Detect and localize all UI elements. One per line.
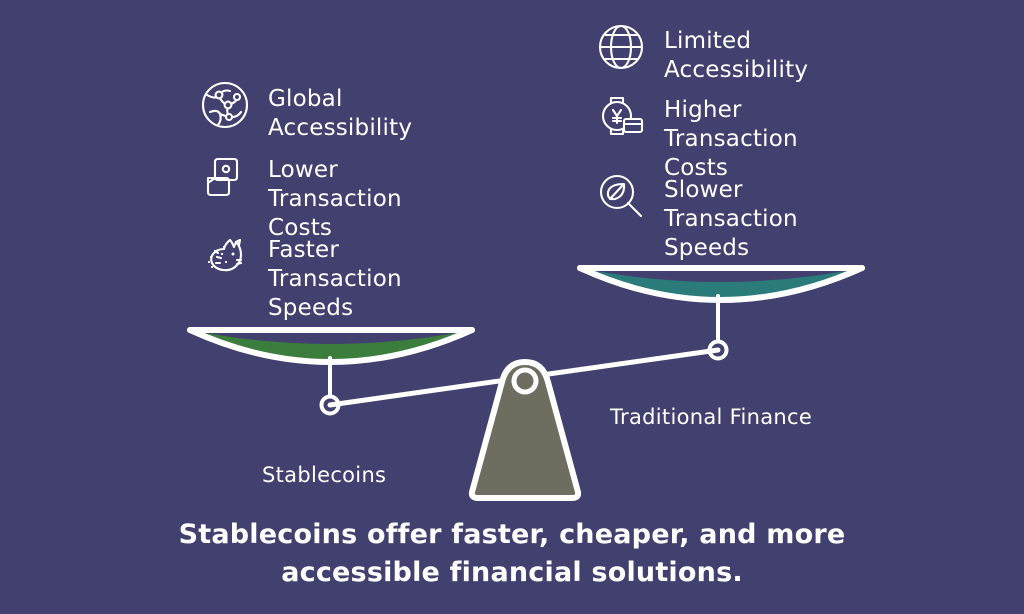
left-pan-label: Stablecoins [262,463,387,487]
cheetah-head-icon [196,227,254,285]
feature-item-higher-transaction-costs: Higher Transaction Costs [592,87,882,183]
feature-label: Slower Transaction Speeds [664,177,798,261]
feature-label: Limited Accessibility [664,28,809,83]
feature-item-limited-accessibility: Limited Accessibility [592,18,882,85]
feature-label: Higher Transaction Costs [664,97,798,181]
globe-grid-icon [592,18,650,76]
feature-label: Global Accessibility [268,86,413,141]
left-pan-hanger [319,356,341,416]
right-pan-hanger [707,294,729,361]
feature-label: Lower Transaction Costs [268,157,402,241]
summary-caption: Stablecoins offer faster, cheaper, and m… [178,519,846,588]
feature-label: Faster Transaction Speeds [268,237,402,321]
wallet-card-icon [196,147,254,205]
feature-item-slower-transaction-speeds: Slower Transaction Speeds [592,167,882,263]
right-pan [577,265,865,303]
watch-yen-card-icon [592,87,650,145]
right-feature-list: Limited Accessibility Higher Transaction… [592,18,882,263]
magnifier-leaf-icon [592,167,650,225]
left-pan [187,327,475,365]
left-feature-list: Global Accessibility Lower Transaction C… [196,76,476,323]
feature-item-faster-transaction-speeds: Faster Transaction Speeds [196,227,476,323]
right-pan-label: Traditional Finance [610,405,813,429]
network-globe-icon [196,76,254,134]
feature-item-lower-transaction-costs: Lower Transaction Costs [196,147,476,243]
feature-item-global-accessibility: Global Accessibility [196,76,476,143]
scale-fulcrum [468,359,582,501]
scale-beam [327,347,721,408]
